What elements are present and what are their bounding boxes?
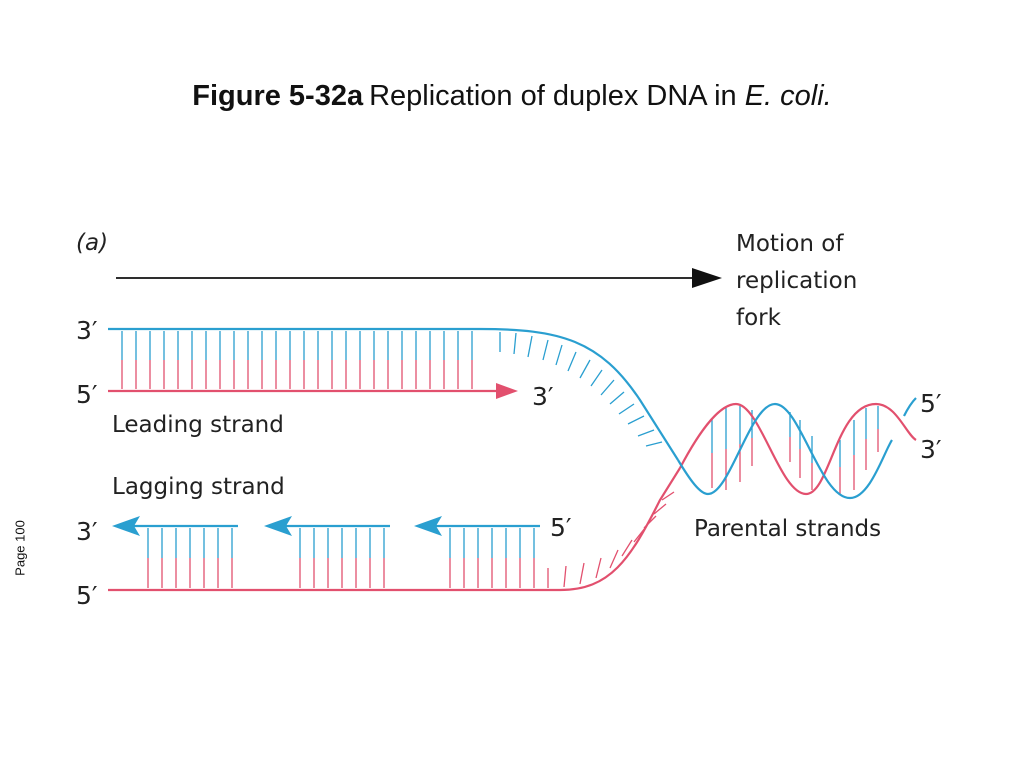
leading-template-strand xyxy=(108,327,679,461)
unpaired-template-tick-bottom-2 xyxy=(579,562,585,585)
unpaired-template-tick-bottom-5 xyxy=(621,539,633,557)
unpaired-template-tick-top-10 xyxy=(618,403,635,415)
leading-strand-label: Leading strand xyxy=(112,412,284,438)
panel-label: (a) xyxy=(76,230,108,256)
motion-label-line2: replication xyxy=(736,268,857,294)
unpaired-template-tick-top-13 xyxy=(645,441,663,447)
end-label-parental-3: 3′ xyxy=(920,435,942,464)
unpaired-template-tick-top-4 xyxy=(555,344,563,366)
parental-strand-red xyxy=(679,402,917,496)
okazaki-fragment-3-arrowhead xyxy=(414,516,442,536)
figure-caption: Replication of duplex DNA in xyxy=(369,80,745,112)
end-label-leading-new-3: 3′ xyxy=(532,382,554,411)
unpaired-template-tick-bottom-9 xyxy=(661,491,675,501)
figure-number: Figure 5-32a xyxy=(192,80,364,112)
unpaired-template-tick-bottom-4 xyxy=(609,549,619,569)
lagging-strand-label: Lagging strand xyxy=(112,474,285,500)
fork-motion-arrowhead xyxy=(692,268,722,288)
motion-label-line1: Motion of xyxy=(736,231,844,257)
unpaired-template-tick-top-12 xyxy=(637,429,655,437)
unpaired-template-tick-top-6 xyxy=(579,359,591,379)
motion-label-line3: fork xyxy=(736,305,782,331)
base-pair-rungs xyxy=(121,331,879,588)
end-label-leading-template-3: 3′ xyxy=(76,316,98,345)
organism-name: E. coli. xyxy=(744,80,832,112)
end-label-leading-new-5: 5′ xyxy=(76,380,98,409)
unpaired-template-tick-top-1 xyxy=(513,332,517,355)
unpaired-template-tick-top-2 xyxy=(527,335,533,358)
unpaired-template-tick-bottom-3 xyxy=(595,557,602,579)
parental-strands-label: Parental strands xyxy=(694,516,881,542)
end-label-parental-5: 5′ xyxy=(920,389,942,418)
unpaired-template-tick-top-11 xyxy=(627,415,645,425)
end-label-lagging-fragment-5: 5′ xyxy=(550,513,572,542)
parental-strand-blue xyxy=(677,397,917,500)
unpaired-template-tick-top-7 xyxy=(590,369,603,387)
lagging-template-strand xyxy=(108,467,681,592)
end-label-lagging-new-3: 3′ xyxy=(76,517,98,546)
end-label-lagging-template-5: 5′ xyxy=(76,581,98,610)
unpaired-template-tick-top-8 xyxy=(600,379,615,396)
okazaki-fragments xyxy=(112,516,540,536)
leading-strand-arrowhead xyxy=(496,383,518,399)
okazaki-fragment-2-arrowhead xyxy=(264,516,292,536)
unpaired-template-tick-top-5 xyxy=(567,351,577,372)
unpaired-template-tick-bottom-1 xyxy=(563,565,567,588)
unpaired-template-tick-top-3 xyxy=(542,339,549,361)
unpaired-template-tick-top-9 xyxy=(609,391,625,405)
unpaired-template-tick-bottom-8 xyxy=(653,503,667,515)
okazaki-fragment-1-arrowhead xyxy=(112,516,140,536)
